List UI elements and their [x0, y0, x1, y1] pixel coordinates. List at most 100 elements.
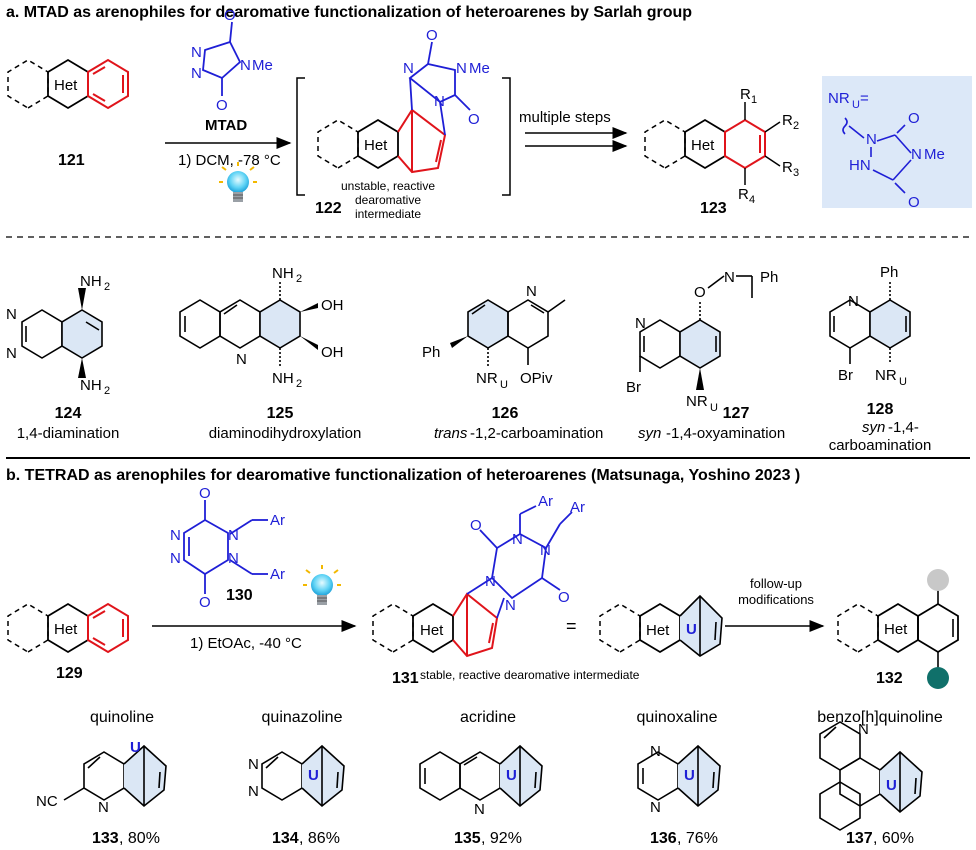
tetrad-n2: N — [170, 550, 181, 567]
compound-label-123: 123 — [700, 200, 727, 217]
tetrad-n1: N — [170, 527, 181, 544]
compound-129: Het 129 — [7, 602, 129, 682]
het-label: Het — [54, 621, 78, 638]
adduct-o2: O — [468, 111, 480, 128]
lightbulb-icon — [303, 565, 341, 605]
label-n: N — [635, 315, 646, 332]
het-label: Het — [646, 622, 670, 639]
label-ph: Ph — [760, 269, 778, 286]
intermediate-131-u-form: Het U — [599, 594, 723, 657]
tetrad-ar2: Ar — [270, 566, 285, 583]
note-131: stable, reactive dearomative intermediat… — [420, 668, 640, 682]
label-oh: OH — [321, 344, 344, 361]
label-n: N — [248, 756, 259, 773]
desc-127-italic: syn — [638, 425, 661, 442]
label-n: N — [848, 293, 859, 310]
het-label: Het — [54, 77, 78, 94]
mtad-me: Me — [252, 57, 273, 74]
yield-134: , 86% — [299, 830, 340, 847]
het-label: Het — [364, 137, 388, 154]
u-label: U — [130, 739, 141, 756]
label-u: U — [500, 379, 508, 391]
compound-label-126: 126 — [492, 405, 519, 422]
substituent-dot-teal — [927, 667, 949, 689]
mtad-n-me: N — [240, 57, 251, 74]
compound-label-122: 122 — [315, 200, 342, 217]
adduct-ar1: Ar — [538, 493, 553, 510]
yield-137: , 60% — [873, 830, 914, 847]
adduct-o2: O — [558, 589, 570, 606]
example-124: N N NH 2 NH 2 124 1,4-diamination — [6, 273, 119, 442]
label-n: N — [248, 783, 259, 800]
nru-n-me: N — [911, 146, 922, 163]
bracket-right — [502, 77, 511, 196]
r3-sub: 3 — [793, 167, 799, 179]
example-136: quinoxaline N N U 136 , 76% — [637, 709, 721, 847]
compound-label-137: 137 — [846, 830, 873, 847]
label-nr: NR — [686, 393, 708, 410]
compound-label-128: 128 — [867, 401, 894, 418]
r2-sub: 2 — [793, 120, 799, 132]
label-n: N — [6, 345, 17, 362]
label-nh2: NH — [272, 370, 294, 387]
condition-a: 1) DCM, -78 °C — [178, 152, 281, 169]
name-134: quinazoline — [262, 709, 343, 726]
label-nr: NR — [476, 370, 498, 387]
example-137: benzo[h]quinoline N U 137 , 60% — [817, 709, 943, 847]
label-br: Br — [626, 379, 641, 396]
r3-label: R — [782, 159, 793, 176]
nru-me: Me — [924, 146, 945, 163]
adduct-me: Me — [469, 60, 490, 77]
condition-b: 1) EtOAc, -40 °C — [190, 635, 302, 652]
nru-eq: = — [860, 90, 869, 107]
name-133: quinoline — [90, 709, 154, 726]
u-label: U — [506, 767, 517, 784]
follow-up-label-1: follow-up — [750, 576, 802, 591]
desc-128: -1,4- — [888, 419, 919, 436]
compound-121: Het 121 — [7, 58, 129, 169]
label-n: N — [98, 799, 109, 816]
r2-label: R — [782, 112, 793, 129]
equals-sign: = — [566, 616, 577, 636]
note-line-3: intermediate — [355, 207, 421, 221]
label-ph: Ph — [880, 264, 898, 281]
example-135: acridine N U 135 , 92% — [419, 709, 543, 847]
tetrad-o2: O — [199, 594, 211, 611]
het-label: Het — [884, 621, 908, 638]
label-nr: NR — [875, 367, 897, 384]
desc-127: -1,4-oxyamination — [666, 425, 785, 442]
label-nh2: NH — [80, 273, 102, 290]
adduct-n-me: N — [456, 60, 467, 77]
desc-125: diaminodihydroxylation — [209, 425, 362, 442]
intermediate-122: Het N N O N Me O 122 unstable, reactive … — [315, 27, 490, 221]
tetrad-ar1: Ar — [270, 512, 285, 529]
nru-hn: HN — [849, 157, 871, 174]
label-u: U — [899, 376, 907, 388]
label-opiv: OPiv — [520, 370, 553, 387]
compound-label-121: 121 — [58, 152, 85, 169]
label-n: N — [650, 799, 661, 816]
section-a-title: a. MTAD as arenophiles for dearomative f… — [6, 4, 692, 21]
label-nh2: NH — [272, 265, 294, 282]
compound-label-135: 135 — [454, 830, 481, 847]
desc-128-line2: carboamination — [829, 437, 932, 454]
compound-label-132: 132 — [876, 670, 903, 687]
example-126: N Ph NR U OPiv 126 trans -1,2-carboamina… — [422, 283, 603, 442]
label-n: N — [858, 721, 869, 738]
label-sub: 2 — [104, 385, 110, 397]
compound-label-133: 133 — [92, 830, 119, 847]
r4-sub: 4 — [749, 194, 755, 206]
nru-definition-box: NR U = N HN N Me O O — [822, 76, 972, 211]
label-nc: NC — [36, 793, 58, 810]
mtad-o-top: O — [224, 7, 236, 24]
lightbulb-icon — [219, 162, 257, 202]
compound-label-134: 134 — [272, 830, 299, 847]
note-line-1: unstable, reactive — [341, 179, 435, 193]
compound-label-125: 125 — [267, 405, 294, 422]
label-sub: 2 — [296, 273, 302, 285]
tetrad-o1: O — [199, 485, 211, 502]
het-label: Het — [691, 137, 715, 154]
compound-label-129: 129 — [56, 665, 83, 682]
compound-label-131: 131 — [392, 670, 419, 687]
